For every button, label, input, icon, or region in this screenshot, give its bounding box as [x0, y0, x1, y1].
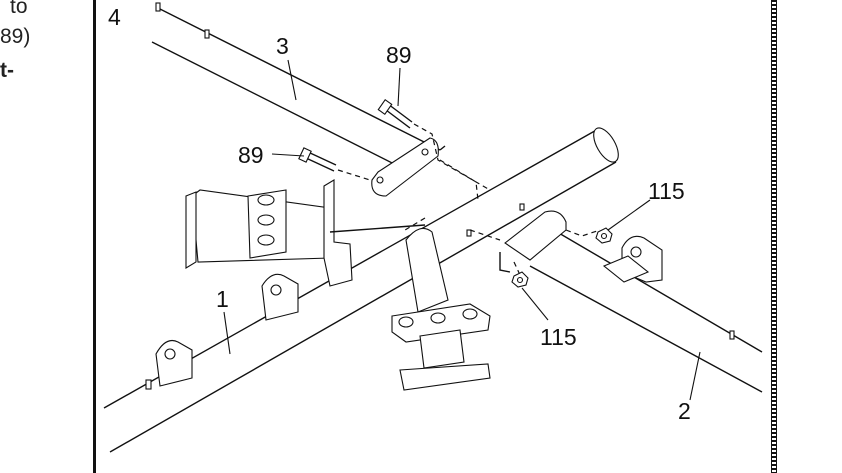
- tube-2-hole: [729, 330, 735, 340]
- clevis-bracket-1: [155, 339, 193, 387]
- tube-3-hole: [204, 29, 210, 39]
- callout-part-1: 1: [216, 286, 229, 312]
- nut-115-upper: [595, 227, 613, 244]
- step-frame-left-border: [93, 0, 96, 473]
- tube-part-3: [151, 2, 446, 173]
- tube-2-end-bracket: [504, 210, 567, 261]
- margin-text-line-1: to: [10, 0, 28, 18]
- assembly-guide-lines: [337, 123, 601, 276]
- right-mount-bracket: [602, 235, 663, 283]
- left-margin-text: to 89) t-: [0, 0, 90, 473]
- callout-leaders: [223, 59, 701, 401]
- bolt-89-left: [298, 147, 337, 172]
- tube-1-hole: [145, 379, 152, 390]
- bolt-89-top: [377, 99, 413, 129]
- step-number: 4: [108, 4, 121, 30]
- tube-part-2: [499, 210, 763, 393]
- left-bracket-assembly: [185, 179, 426, 287]
- saddle-bracket: [371, 137, 439, 197]
- nut-115-lower: [511, 271, 529, 288]
- tube-part-1: [103, 127, 619, 453]
- callout-bolt-89-top: 89: [386, 42, 412, 68]
- callout-nut-115-lower: 115: [540, 324, 577, 350]
- margin-text-line-3: t-: [0, 59, 14, 82]
- callout-part-2: 2: [678, 398, 691, 424]
- clevis-bracket-2: [261, 273, 299, 321]
- tube-1-hole-3: [519, 203, 525, 211]
- callout-bolt-89-left: 89: [238, 142, 264, 168]
- step-frame-right-border: [771, 0, 777, 473]
- callout-part-3: 3: [276, 33, 289, 59]
- margin-text-line-2: 89): [0, 25, 31, 48]
- callout-nut-115-upper: 115: [648, 178, 685, 204]
- tube-1-round-end: [593, 127, 619, 163]
- tube-1-hole-2: [466, 229, 472, 237]
- tube-3-end-hole: [155, 2, 161, 12]
- center-hitch-bracket: [391, 227, 491, 391]
